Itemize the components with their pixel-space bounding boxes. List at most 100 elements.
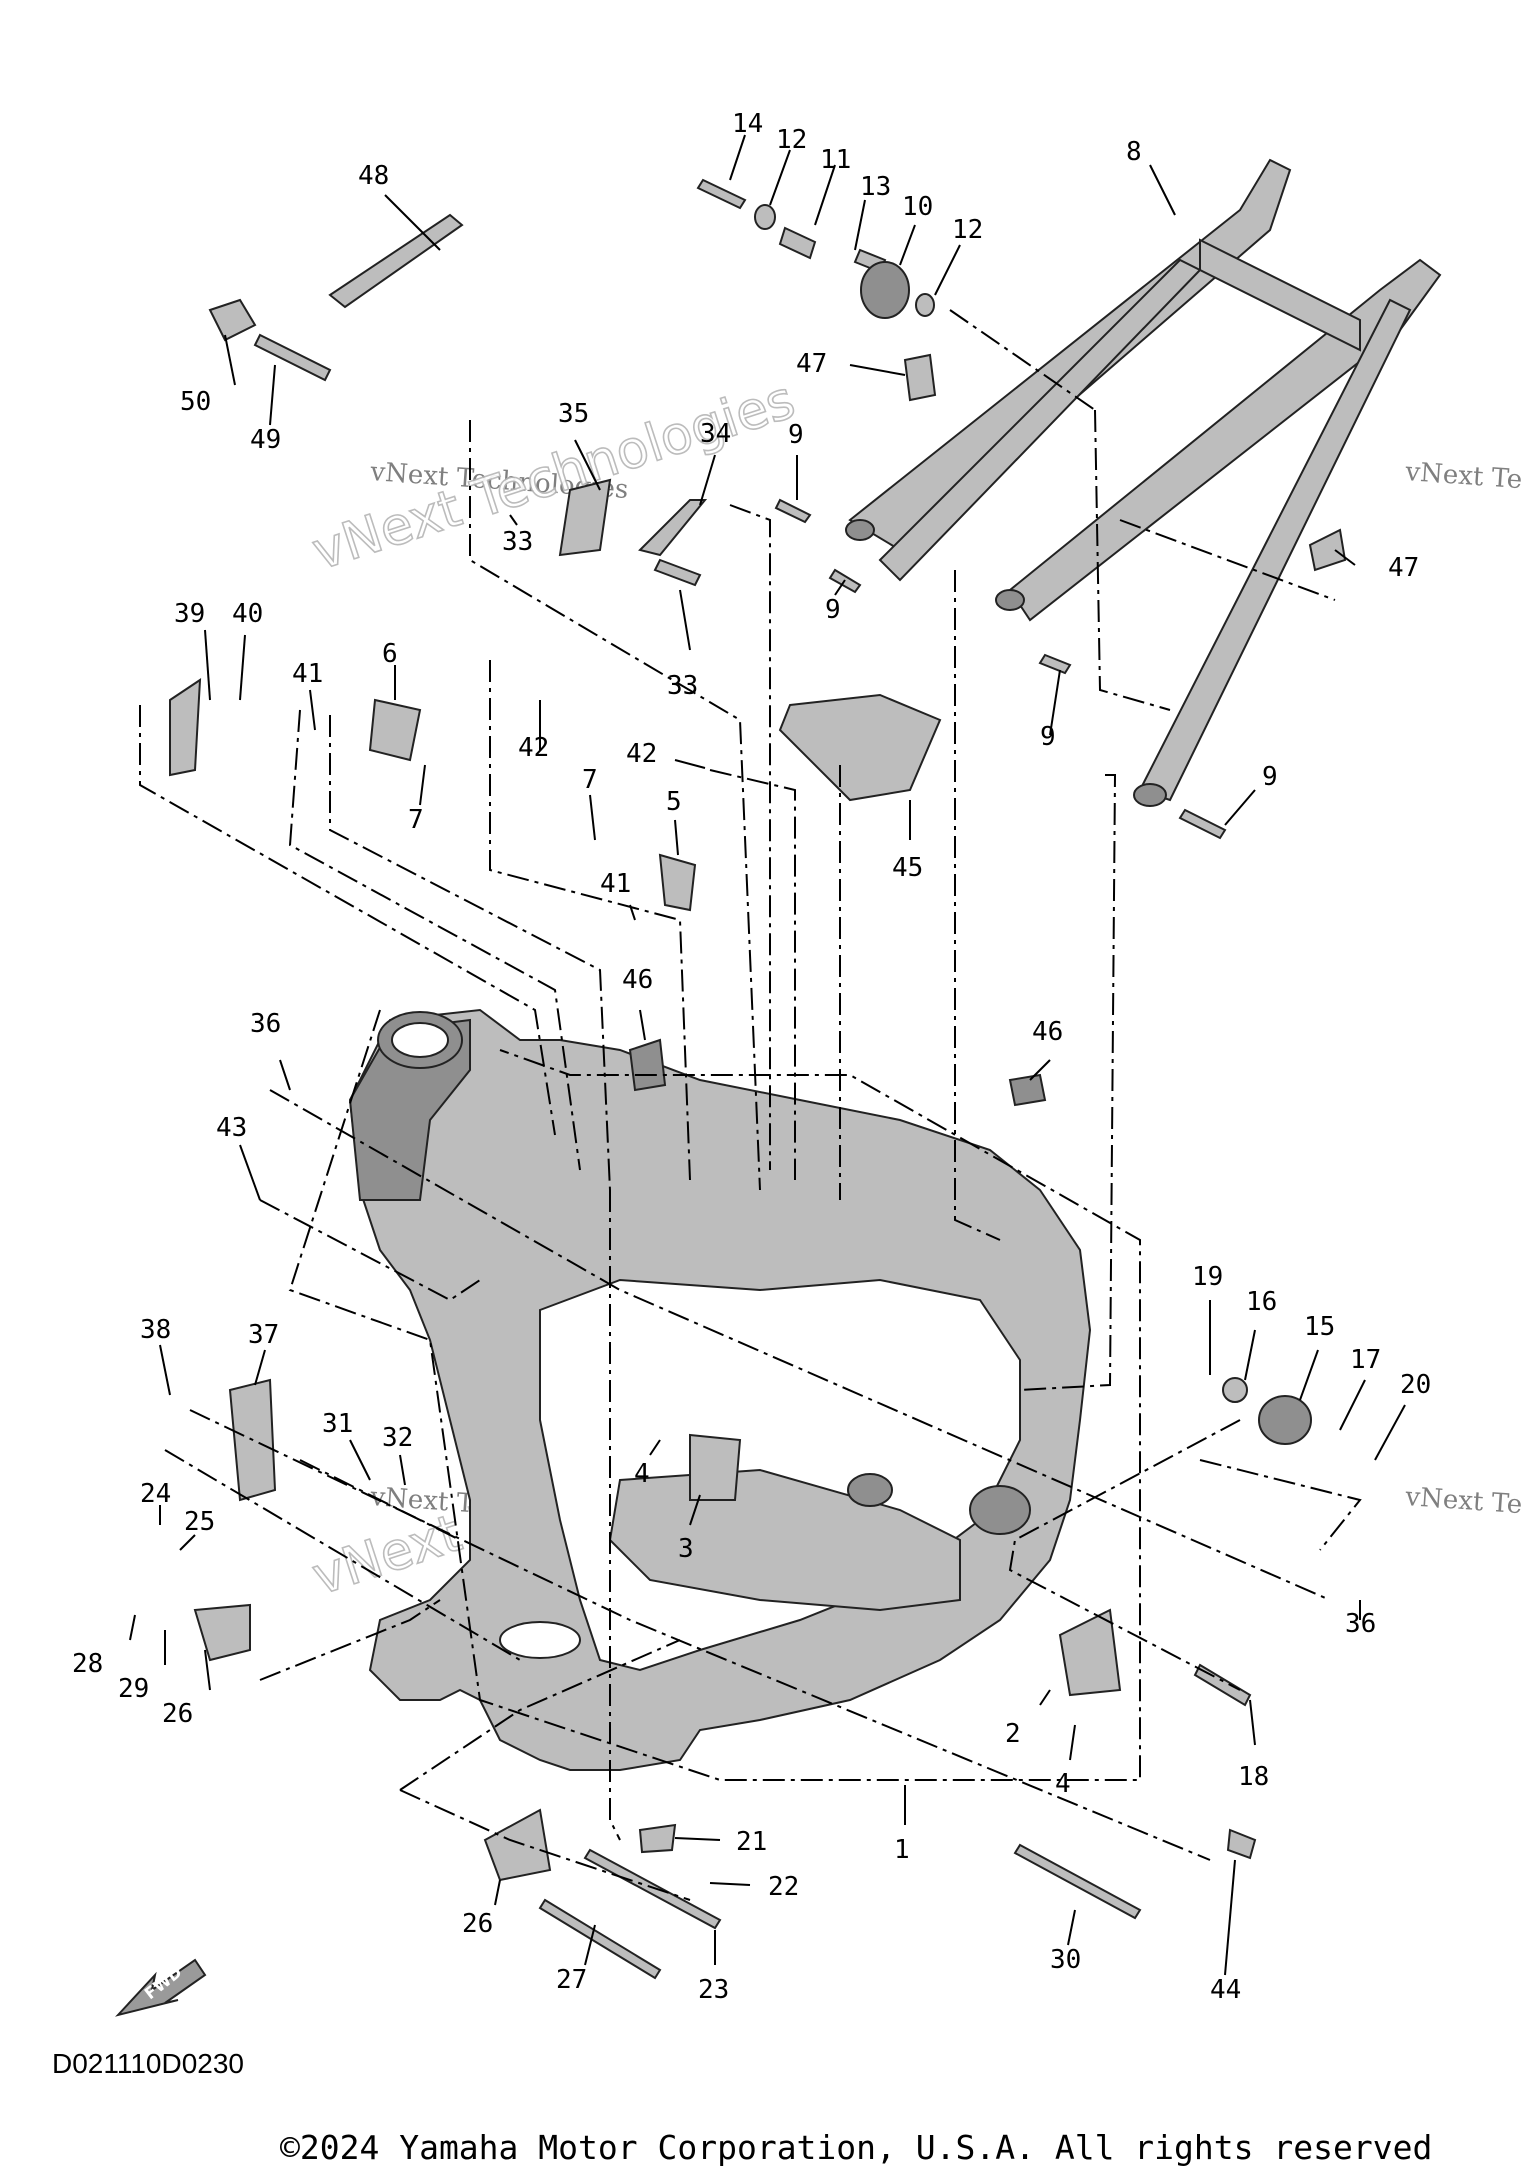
diagram-code: D021110D0230 <box>52 2048 245 2079</box>
collar-50 <box>208 298 257 342</box>
main-frame <box>348 1008 1092 1771</box>
callout-label: 36 <box>250 1009 281 1039</box>
washer-12b <box>915 293 935 317</box>
callout-label: 10 <box>902 192 933 222</box>
bolt-9a <box>774 498 812 524</box>
callout-label: 41 <box>600 869 631 899</box>
callout-label: 41 <box>292 659 323 689</box>
callout-label: 3 <box>678 1534 694 1564</box>
copyright-notice: ©2024 Yamaha Motor Corporation, U.S.A. A… <box>280 2128 1433 2167</box>
shaft-30 <box>1013 1843 1142 1920</box>
protector-47b <box>1308 528 1347 572</box>
bolt-33 <box>653 558 702 587</box>
small-parts <box>169 178 1347 1980</box>
callout-label: 44 <box>1210 1975 1241 2005</box>
callout-label: 1 <box>894 1835 910 1865</box>
callout-label: 33 <box>667 671 698 701</box>
callout-label: 22 <box>768 1872 799 1902</box>
bracket-5 <box>658 853 697 912</box>
bushing-11 <box>778 226 817 260</box>
bracket-34 <box>638 499 708 557</box>
shaft-27 <box>538 1898 662 1980</box>
callout-label: 24 <box>140 1479 171 1509</box>
callout-label: 13 <box>860 172 891 202</box>
callout-label: 17 <box>1350 1345 1381 1375</box>
callout-label: 4 <box>634 1459 650 1489</box>
callout-label: 37 <box>248 1320 279 1350</box>
callout-label: 39 <box>174 599 205 629</box>
clip-39 <box>169 678 202 777</box>
clamp-21 <box>638 1823 677 1854</box>
bracket-26a <box>193 1603 251 1662</box>
bushing-10 <box>860 261 910 319</box>
callout-label: 43 <box>216 1113 247 1143</box>
callout-label: 26 <box>462 1909 493 1939</box>
callout-label: 28 <box>72 1649 103 1679</box>
callout-label: 49 <box>250 425 281 455</box>
callout-label: 2 <box>1005 1719 1021 1749</box>
bolt-49 <box>253 333 332 382</box>
callout-label: 42 <box>518 733 549 763</box>
callout-label: 9 <box>825 595 841 625</box>
callout-label: 7 <box>582 765 598 795</box>
washer-12 <box>754 204 776 230</box>
collar-16 <box>1222 1377 1248 1403</box>
callout-label: 30 <box>1050 1945 1081 1975</box>
callout-label: 31 <box>322 1409 353 1439</box>
watermark-text: vNext Te <box>1404 1482 1524 1520</box>
grommet-46a <box>628 1038 667 1092</box>
callout-label: 4 <box>1055 1769 1071 1799</box>
callout-label: 38 <box>140 1315 171 1345</box>
callout-label: 42 <box>626 739 657 769</box>
bolt-9c <box>1038 653 1072 675</box>
leader-lines <box>129 134 1406 1976</box>
callout-label: 50 <box>180 387 211 417</box>
bracket-26b <box>483 1808 552 1882</box>
grommet-46b <box>1008 1073 1047 1107</box>
callout-label: 47 <box>1388 553 1419 583</box>
callout-label: 27 <box>556 1965 587 1995</box>
callout-label: 32 <box>382 1423 413 1453</box>
link-rod-48 <box>328 213 464 309</box>
callout-label: 12 <box>952 215 983 245</box>
callout-label: 46 <box>1032 1017 1063 1047</box>
sub-frame <box>845 158 1442 807</box>
watermark-text: vNext Te <box>1404 457 1524 495</box>
callout-label: 16 <box>1246 1287 1277 1317</box>
bushing-15 <box>1258 1395 1312 1445</box>
assembly-lines <box>139 309 1362 1901</box>
bracket-6 <box>368 698 422 762</box>
callout-label: 19 <box>1192 1262 1223 1292</box>
callout-label: 26 <box>162 1699 193 1729</box>
callout-label: 12 <box>776 125 807 155</box>
callout-label: 18 <box>1238 1762 1269 1792</box>
callout-label: 36 <box>1345 1609 1376 1639</box>
callout-label: 45 <box>892 853 923 883</box>
bracket-2 <box>1058 1608 1122 1697</box>
callout-label: 9 <box>1262 762 1278 792</box>
callout-label: 47 <box>796 349 827 379</box>
callout-label: 5 <box>666 787 682 817</box>
callout-label: 7 <box>408 805 424 835</box>
callout-label: 9 <box>788 420 804 450</box>
callout-label: 23 <box>698 1975 729 2005</box>
callout-label: 14 <box>732 109 763 139</box>
plate-45 <box>778 693 942 802</box>
callout-label: 9 <box>1040 722 1056 752</box>
forward-arrow-icon: FWD <box>114 1958 207 2017</box>
callout-label: 21 <box>736 1827 767 1857</box>
callout-label: 48 <box>358 161 389 191</box>
callout-label: 40 <box>232 599 263 629</box>
bracket-3 <box>689 1433 742 1501</box>
callout-label: 15 <box>1304 1312 1335 1342</box>
callout-label: 6 <box>382 639 398 669</box>
callout-label: 34 <box>700 419 731 449</box>
callout-label: 35 <box>558 399 589 429</box>
callout-labels: 14 12 11 13 10 12 8 48 50 49 47 35 34 9 … <box>72 109 1431 2005</box>
callout-label: 46 <box>622 965 653 995</box>
bolt-14 <box>696 178 747 210</box>
callout-label: 25 <box>184 1507 215 1537</box>
shaft-23 <box>583 1848 722 1930</box>
callout-label: 29 <box>118 1674 149 1704</box>
